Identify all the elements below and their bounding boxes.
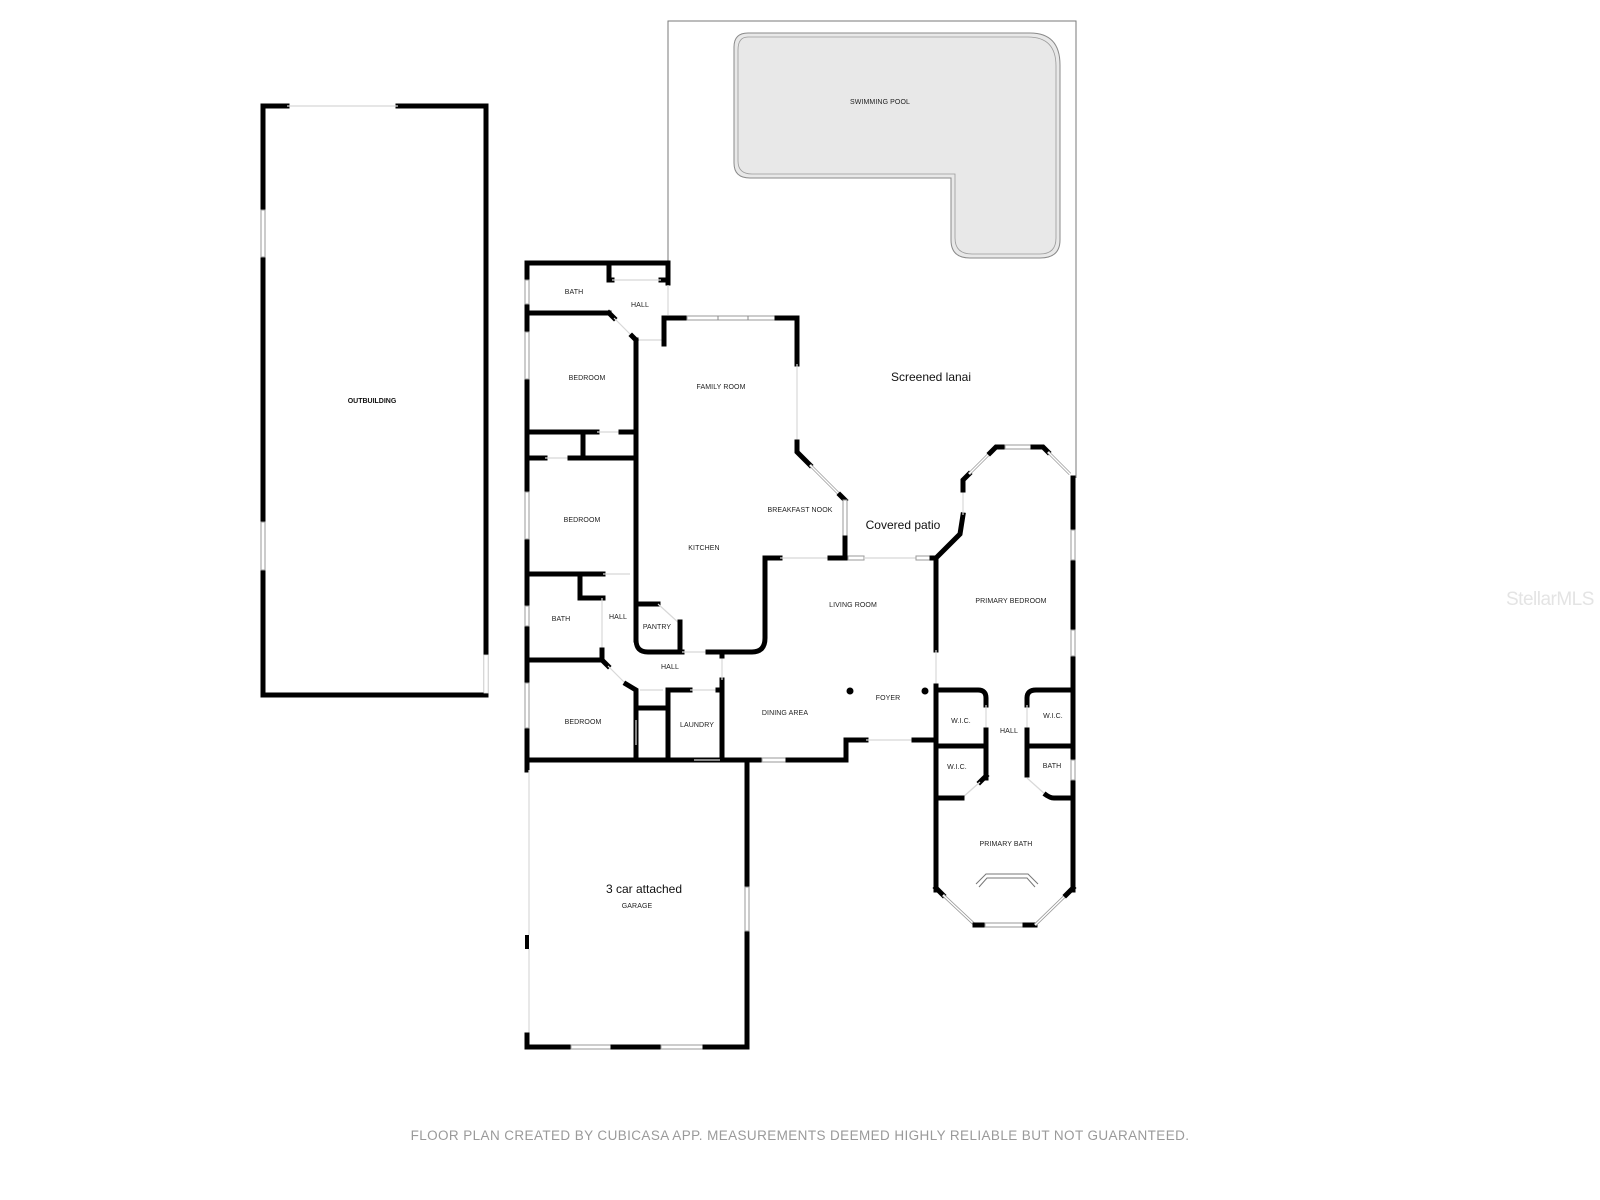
label-bedroom-1: BEDROOM [569, 375, 606, 382]
label-wic-left-top: W.I.C. [951, 718, 971, 725]
label-garage: GARAGE [622, 903, 653, 910]
label-family-room: FAMILY ROOM [696, 384, 745, 391]
house-walls [524, 260, 1077, 1050]
label-bath-primary-small: BATH [1043, 763, 1062, 770]
label-bath-mid: BATH [552, 616, 571, 623]
label-bath-top: BATH [565, 289, 584, 296]
watermark-logo: StellarMLS [1506, 589, 1594, 610]
label-primary-bath: PRIMARY BATH [980, 841, 1033, 848]
outbuilding [260, 103, 489, 698]
label-dining-area: DINING AREA [762, 710, 808, 717]
label-breakfast-nook: BREAKFAST NOOK [767, 507, 832, 514]
label-screened-lanai: Screened lanai [891, 370, 971, 384]
footer-disclaimer: FLOOR PLAN CREATED BY CUBICASA APP. MEAS… [410, 1128, 1190, 1143]
label-wic-left-bottom: W.I.C. [947, 764, 967, 771]
label-foyer: FOYER [876, 695, 901, 702]
label-living-room: LIVING ROOM [829, 602, 877, 609]
label-hall-mid: HALL [609, 614, 627, 621]
label-hall-primary: HALL [1000, 728, 1018, 735]
label-hall-low: HALL [661, 664, 679, 671]
label-covered-patio: Covered patio [866, 518, 941, 532]
label-bedroom-2: BEDROOM [564, 517, 601, 524]
screened-lanai-boundary [667, 20, 1077, 478]
labels: SWIMMING POOL Screened lanai Covered pat… [348, 99, 1063, 910]
label-pantry: PANTRY [643, 624, 672, 631]
label-outbuilding: OUTBUILDING [348, 398, 397, 405]
label-wic-right-top: W.I.C. [1043, 713, 1063, 720]
label-laundry: LAUNDRY [680, 722, 714, 729]
label-hall-top: HALL [631, 302, 649, 309]
label-primary-bedroom: PRIMARY BEDROOM [975, 598, 1046, 605]
label-kitchen: KITCHEN [688, 545, 719, 552]
label-bedroom-3: BEDROOM [565, 719, 602, 726]
label-garage-title: 3 car attached [606, 882, 682, 896]
swimming-pool [733, 32, 1061, 259]
label-swimming-pool: SWIMMING POOL [850, 99, 910, 106]
